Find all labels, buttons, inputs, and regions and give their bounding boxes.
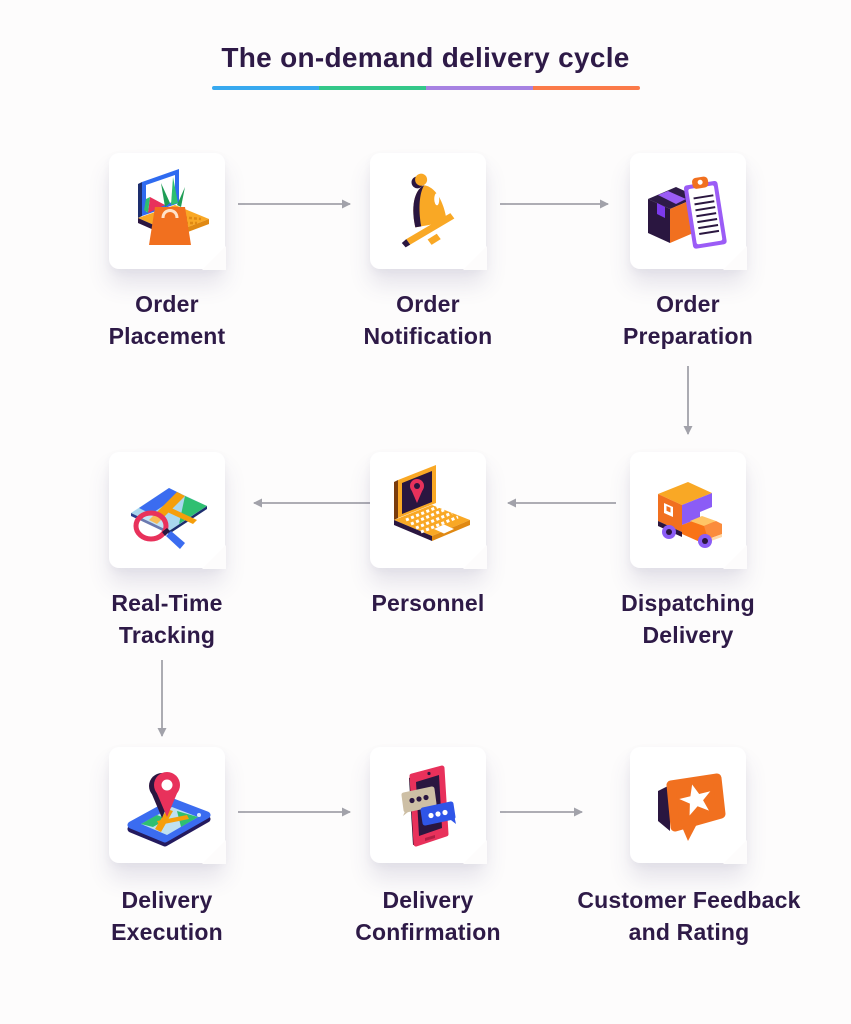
step-label-dispatching-delivery: Dispatching Delivery bbox=[621, 590, 755, 648]
step-card-dispatching-delivery bbox=[630, 452, 747, 569]
underline-segment-green bbox=[318, 86, 426, 90]
step-card-customer-feedback bbox=[630, 747, 747, 864]
feedback-star-icon bbox=[658, 773, 726, 841]
step-card-order-preparation bbox=[630, 153, 747, 270]
step-card-order-notification bbox=[370, 153, 487, 270]
laptop-grocery-bag-icon bbox=[138, 169, 209, 245]
box-clipboard-icon bbox=[648, 176, 727, 249]
delivery-truck-icon bbox=[658, 482, 722, 548]
step-label-personnel: Personnel bbox=[371, 590, 485, 616]
map-magnifier-icon bbox=[131, 488, 207, 549]
step-label-delivery-execution: Delivery Execution bbox=[111, 887, 223, 945]
bell-icon bbox=[401, 173, 455, 248]
step-card-delivery-confirmation bbox=[370, 747, 487, 864]
phone-map-pin-icon bbox=[127, 772, 211, 847]
page-title: The on-demand delivery cycle bbox=[221, 42, 630, 73]
step-card-personnel bbox=[370, 452, 487, 569]
step-label-order-placement: Order Placement bbox=[108, 291, 226, 349]
header: The on-demand delivery cycle bbox=[0, 42, 851, 90]
title-underline bbox=[211, 86, 640, 90]
laptop-location-pin-icon bbox=[394, 465, 470, 541]
step-label-order-notification: Order Notification bbox=[363, 291, 493, 349]
step-label-delivery-confirmation: Delivery Confirmation bbox=[355, 887, 501, 945]
step-label-customer-feedback: Customer Feedback and Rating bbox=[577, 887, 801, 945]
underline-segment-orange bbox=[532, 86, 640, 90]
underline-segment-blue bbox=[211, 86, 319, 90]
step-label-order-preparation: Order Preparation bbox=[622, 291, 753, 349]
step-card-order-placement bbox=[109, 153, 226, 270]
phone-chat-icon bbox=[401, 765, 456, 847]
step-card-real-time-tracking bbox=[109, 452, 226, 569]
step-card-delivery-execution bbox=[109, 747, 226, 864]
underline-segment-purple bbox=[425, 86, 533, 90]
step-label-real-time-tracking: Real-Time Tracking bbox=[111, 590, 223, 648]
